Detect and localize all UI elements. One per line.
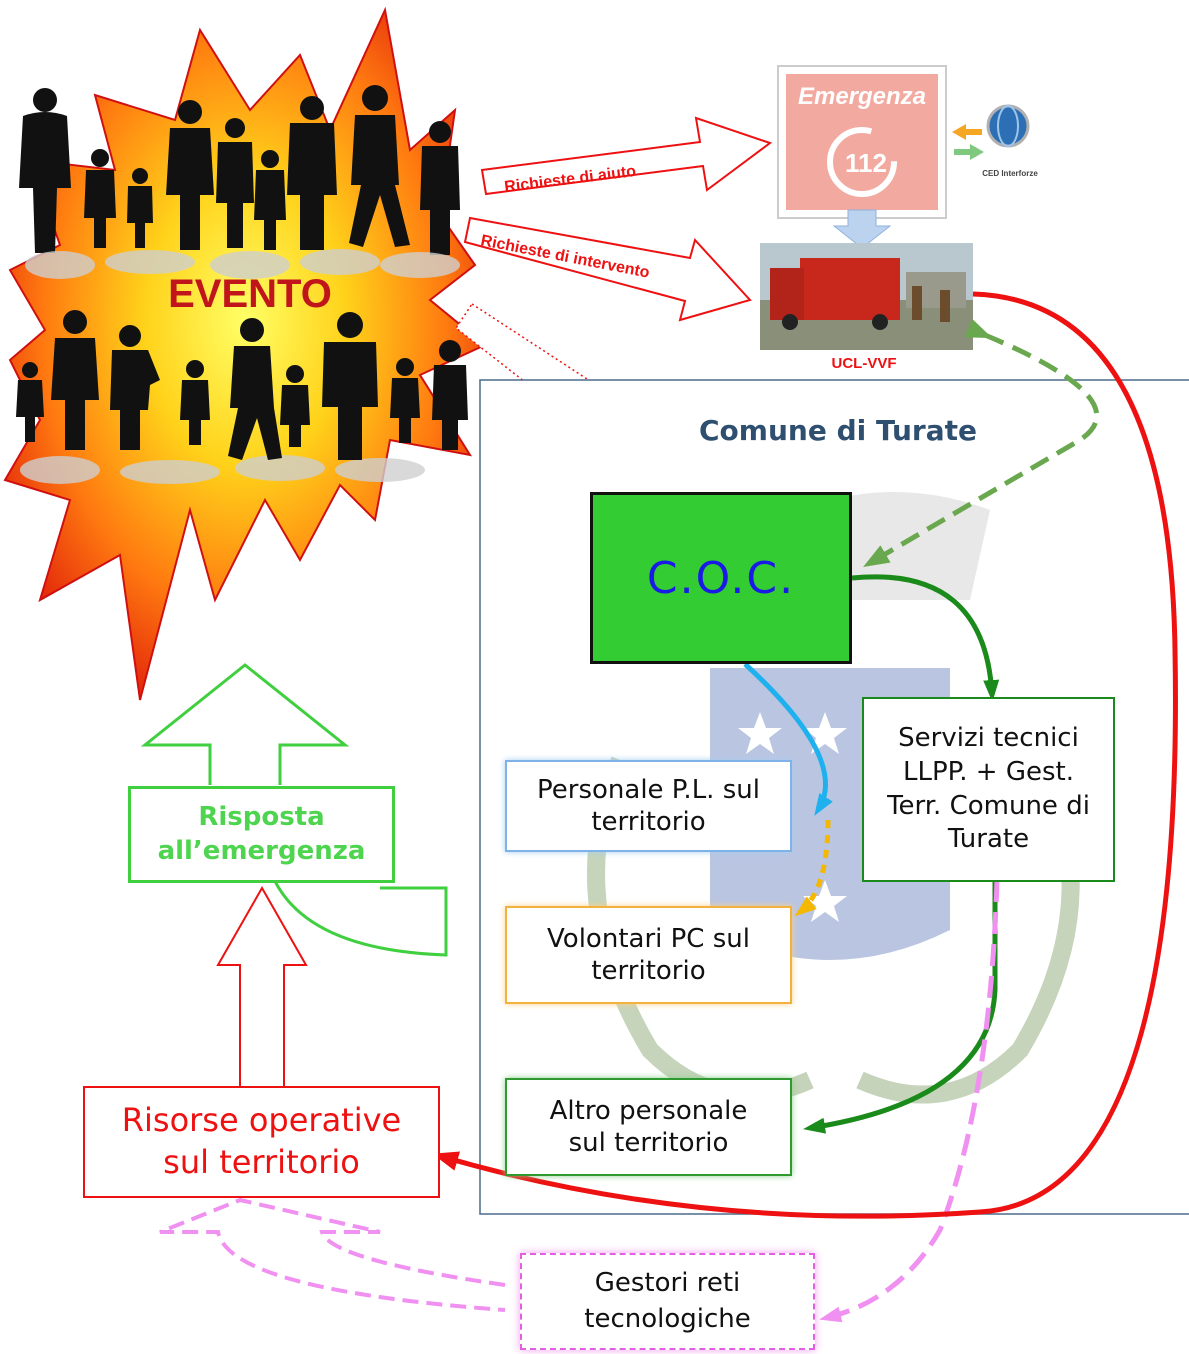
emergency-number: 112 bbox=[845, 148, 887, 178]
people-silhouettes-top bbox=[19, 85, 460, 255]
gestori-to-risorse-dashed-arrow bbox=[159, 1197, 506, 1312]
event-label: EVENTO bbox=[168, 272, 332, 316]
risposta-curl-arrow bbox=[268, 869, 448, 957]
risorse-to-risposta-arrow bbox=[216, 885, 308, 1086]
coc-to-personale-line bbox=[743, 662, 833, 816]
personale-pl-label: Personale P.L. sul territorio bbox=[537, 774, 760, 838]
down-arrow-112-to-ucl bbox=[832, 209, 892, 249]
ucl-vvf-photo bbox=[760, 243, 973, 350]
emergency-number-ring bbox=[827, 127, 897, 197]
gestori-node[interactable]: Gestori reti tecnologiche bbox=[520, 1253, 815, 1350]
risposta-node[interactable]: Risposta all’emergenza bbox=[128, 786, 395, 883]
servizi-to-gestori-pink-line bbox=[819, 879, 1000, 1323]
emergency-title: Emergenza bbox=[798, 83, 926, 110]
volontari-label: Volontari PC sul territorio bbox=[547, 923, 750, 987]
gestori-label: Gestori reti tecnologiche bbox=[584, 1268, 751, 1334]
risposta-label: Risposta all’emergenza bbox=[157, 801, 366, 866]
ucl-label: UCL-VVF bbox=[832, 355, 897, 372]
help-request-arrow bbox=[480, 116, 773, 196]
exchange-arrows-icon bbox=[952, 124, 982, 140]
ced-label: CED Interforze bbox=[982, 169, 1038, 178]
risposta-to-event-arrow bbox=[140, 663, 350, 785]
servizi-tecnici-label: Servizi tecnici LLPP. + Gest. Terr. Comu… bbox=[887, 722, 1090, 855]
risorse-label: Risorse operative sul territorio bbox=[121, 1101, 402, 1181]
risorse-node[interactable]: Risorse operative sul territorio bbox=[83, 1086, 440, 1198]
personale-to-volontari-line bbox=[794, 819, 831, 917]
altro-personale-label: Altro personale sul territorio bbox=[549, 1095, 748, 1159]
coc-to-servizi-line bbox=[851, 574, 1000, 702]
volontari-node[interactable]: Volontari PC sul territorio bbox=[505, 906, 792, 1004]
servizi-to-altro-line bbox=[803, 880, 998, 1134]
intervention-request-arrow bbox=[463, 216, 752, 322]
exchange-arrows-icon-back bbox=[954, 144, 984, 160]
coc-label: C.O.C. bbox=[646, 552, 796, 604]
emergency-panel-inner bbox=[786, 74, 938, 210]
coc-box[interactable]: C.O.C. bbox=[590, 492, 852, 664]
comune-title: Comune di Turate bbox=[699, 414, 977, 447]
people-reflection bbox=[20, 249, 460, 484]
people-silhouettes-bottom bbox=[16, 310, 468, 460]
ced-globe-detail bbox=[997, 105, 1019, 147]
servizi-tecnici-node[interactable]: Servizi tecnici LLPP. + Gest. Terr. Comu… bbox=[862, 697, 1115, 882]
ced-globe-icon bbox=[986, 104, 1030, 148]
altro-personale-node[interactable]: Altro personale sul territorio bbox=[505, 1078, 792, 1176]
personale-pl-node[interactable]: Personale P.L. sul territorio bbox=[505, 760, 792, 852]
ucl-to-risorse-red-line bbox=[432, 291, 1178, 1219]
